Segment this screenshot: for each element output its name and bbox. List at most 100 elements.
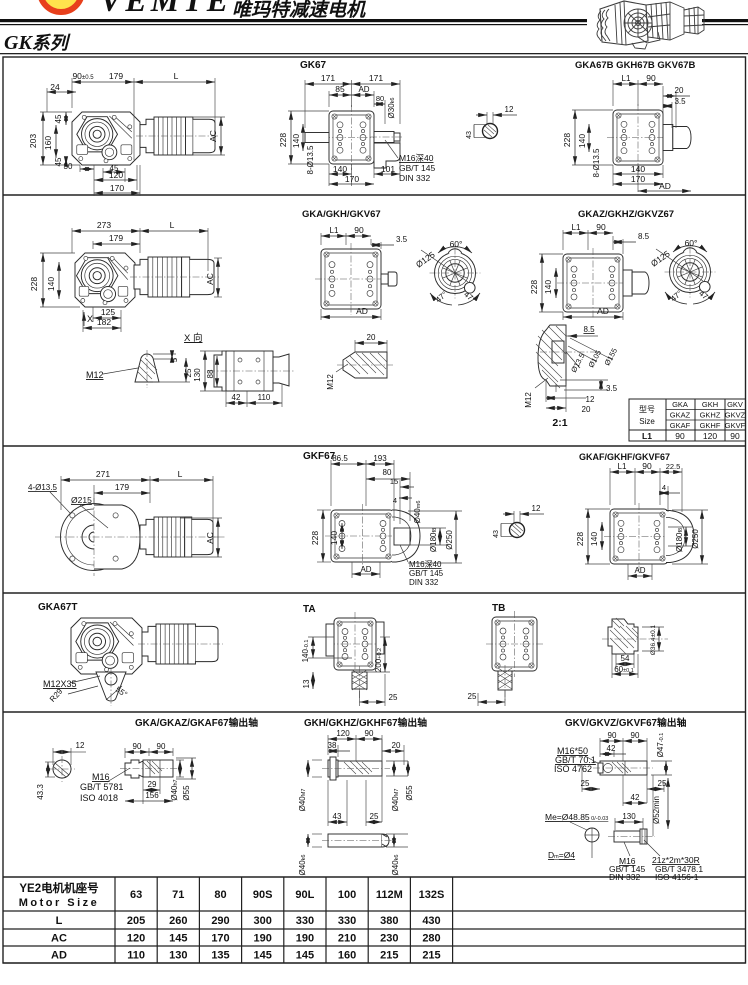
svg-text:140: 140 xyxy=(543,280,553,294)
svg-text:Ø55: Ø55 xyxy=(182,785,191,801)
svg-text:140: 140 xyxy=(46,277,56,291)
svg-text:8-Ø13.5: 8-Ø13.5 xyxy=(306,145,315,174)
svg-text:170: 170 xyxy=(110,183,124,193)
svg-text:21z*2m*30R: 21z*2m*30R xyxy=(652,855,700,865)
svg-text:193: 193 xyxy=(373,454,387,463)
svg-text:24: 24 xyxy=(50,82,60,92)
svg-text:GKF67: GKF67 xyxy=(303,451,336,462)
svg-text:29: 29 xyxy=(148,780,157,789)
svg-text:Ø180f8: Ø180f8 xyxy=(675,528,684,552)
svg-text:Ø52min: Ø52min xyxy=(652,796,661,824)
svg-text:120: 120 xyxy=(703,431,717,441)
svg-text:GK67: GK67 xyxy=(300,60,327,71)
svg-text:47°: 47° xyxy=(697,289,712,304)
svg-text:110: 110 xyxy=(258,393,271,402)
svg-text:X: X xyxy=(87,314,93,324)
svg-text:135: 135 xyxy=(211,950,229,962)
svg-text:43.3: 43.3 xyxy=(36,784,45,800)
svg-text:100: 100 xyxy=(338,889,356,901)
svg-text:228: 228 xyxy=(278,133,288,147)
svg-text:80: 80 xyxy=(376,94,384,103)
svg-text:30: 30 xyxy=(64,162,73,171)
svg-text:25: 25 xyxy=(658,779,667,788)
svg-text:42: 42 xyxy=(232,393,241,402)
svg-text:90: 90 xyxy=(157,742,166,751)
svg-text:140-0.1: 140-0.1 xyxy=(301,640,310,663)
svg-text:228: 228 xyxy=(575,532,585,546)
svg-text:210: 210 xyxy=(338,933,356,945)
svg-text:190: 190 xyxy=(296,933,314,945)
svg-text:145: 145 xyxy=(254,950,272,962)
svg-text:90: 90 xyxy=(596,222,606,232)
svg-text:Ø36.4±0.1: Ø36.4±0.1 xyxy=(650,624,657,655)
svg-text:L1: L1 xyxy=(642,431,652,441)
svg-text:GB/T 5781: GB/T 5781 xyxy=(80,782,123,792)
svg-text:228: 228 xyxy=(529,280,539,294)
svg-text:171: 171 xyxy=(321,73,335,83)
svg-text:AC: AC xyxy=(205,532,215,544)
svg-text:145: 145 xyxy=(296,950,314,962)
svg-text:45: 45 xyxy=(54,157,63,166)
svg-text:X 向: X 向 xyxy=(184,332,202,344)
svg-text:43: 43 xyxy=(493,530,500,538)
svg-text:228: 228 xyxy=(562,133,572,147)
svg-text:L: L xyxy=(56,915,63,927)
svg-text:140: 140 xyxy=(291,134,301,148)
svg-text:Ø180f8: Ø180f8 xyxy=(429,528,438,552)
svg-text:Ø40h7: Ø40h7 xyxy=(170,779,179,800)
svg-text:20: 20 xyxy=(367,333,376,342)
svg-text:15: 15 xyxy=(390,477,398,486)
svg-text:273: 273 xyxy=(97,220,111,230)
svg-text:130: 130 xyxy=(193,368,202,382)
svg-text:AD: AD xyxy=(360,565,371,574)
svg-text:TB: TB xyxy=(492,603,505,614)
svg-text:130: 130 xyxy=(622,812,636,821)
svg-text:90: 90 xyxy=(365,729,374,738)
svg-text:140: 140 xyxy=(329,531,339,545)
svg-text:45: 45 xyxy=(110,164,119,173)
svg-text:90: 90 xyxy=(631,731,640,740)
svg-text:GKHZ: GKHZ xyxy=(700,411,721,420)
svg-text:GK系列: GK系列 xyxy=(4,32,71,54)
svg-text:Ø250: Ø250 xyxy=(691,529,700,549)
svg-text:GKV: GKV xyxy=(727,400,743,409)
svg-text:L1: L1 xyxy=(618,462,627,471)
svg-text:140: 140 xyxy=(333,164,347,174)
svg-text:M12: M12 xyxy=(326,374,335,390)
svg-text:130: 130 xyxy=(169,950,187,962)
svg-text:GKAZ: GKAZ xyxy=(670,411,691,420)
svg-text:13: 13 xyxy=(302,679,311,688)
svg-text:GKAZ/GKHZ/GKVZ67: GKAZ/GKHZ/GKVZ67 xyxy=(578,209,674,220)
svg-text:20: 20 xyxy=(582,405,591,414)
svg-text:5: 5 xyxy=(170,357,179,362)
svg-text:2:1: 2:1 xyxy=(552,417,567,429)
svg-text:M16: M16 xyxy=(92,772,110,782)
svg-text:22.5: 22.5 xyxy=(666,462,681,471)
svg-text:AD: AD xyxy=(597,306,609,316)
svg-text:Ø155: Ø155 xyxy=(603,347,620,367)
svg-text:GKVF: GKVF xyxy=(725,421,746,430)
svg-text:AD: AD xyxy=(356,306,368,316)
svg-text:YE2电机机座号: YE2电机机座号 xyxy=(19,881,98,895)
svg-text:M16*50: M16*50 xyxy=(557,746,588,756)
svg-text:228: 228 xyxy=(29,277,39,291)
svg-text:GKAF/GKHF/GKVF67: GKAF/GKHF/GKVF67 xyxy=(579,452,670,462)
svg-text:GKA/GKAZ/GKAF67输出轴: GKA/GKAZ/GKAF67输出轴 xyxy=(135,716,258,729)
svg-text:90±0.5: 90±0.5 xyxy=(72,71,94,81)
svg-text:TA: TA xyxy=(303,604,316,615)
svg-text:430: 430 xyxy=(422,915,440,927)
svg-text:M16: M16 xyxy=(619,856,636,866)
svg-text:20: 20 xyxy=(675,86,684,95)
svg-text:90: 90 xyxy=(646,73,656,83)
svg-text:M12X35: M12X35 xyxy=(43,679,77,689)
svg-text:AD: AD xyxy=(659,181,671,191)
svg-text:4-Ø13.5: 4-Ø13.5 xyxy=(28,483,57,492)
svg-text:Motor Size: Motor Size xyxy=(19,897,100,909)
svg-text:60°: 60° xyxy=(450,239,463,249)
svg-text:Ø215: Ø215 xyxy=(71,495,92,505)
svg-text:86.5: 86.5 xyxy=(332,454,348,463)
svg-text:Ø40k6: Ø40k6 xyxy=(298,855,307,876)
svg-text:260: 260 xyxy=(169,915,187,927)
svg-text:L1: L1 xyxy=(622,74,631,83)
svg-text:R29: R29 xyxy=(48,686,65,703)
